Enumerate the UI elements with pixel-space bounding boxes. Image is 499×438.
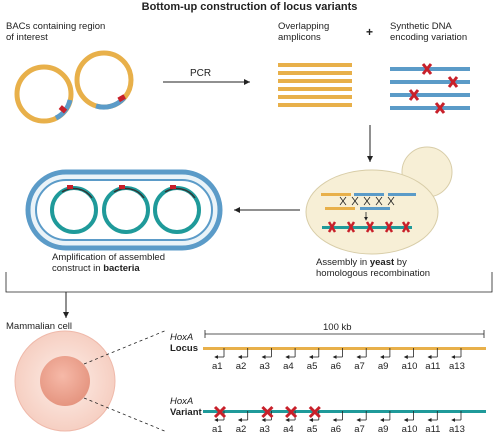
zoom-line-bottom bbox=[83, 397, 168, 433]
bac-plasmid-1 bbox=[14, 64, 74, 124]
yeast-label-prefix: Assembly in bbox=[316, 257, 370, 268]
variant-gene-label-a3: a3 bbox=[259, 424, 270, 435]
zoom-line-top bbox=[83, 329, 168, 365]
synthetic-label-line1: Synthetic DNA bbox=[390, 21, 452, 32]
bacs-label-line1: BACs containing region bbox=[6, 21, 106, 32]
yeast-label-line1: Assembly in yeast by bbox=[316, 257, 407, 268]
scale-bar bbox=[204, 330, 485, 338]
variant-mutation-mark bbox=[213, 405, 227, 419]
locus-gene-label-a4: a4 bbox=[283, 361, 294, 372]
variant-label: Variant bbox=[170, 407, 202, 418]
locus-gene-label-a11: a11 bbox=[425, 361, 441, 372]
plasmid-2 bbox=[102, 185, 150, 234]
pcr-label: PCR bbox=[190, 68, 212, 79]
amplicons-label-line2: amplicons bbox=[278, 32, 321, 43]
overlapping-amplicons bbox=[278, 63, 352, 107]
amplicons-label-line1: Overlapping bbox=[278, 21, 330, 32]
locus-gene-label-a6: a6 bbox=[330, 361, 342, 372]
variant-gene-name: HoxA bbox=[170, 396, 194, 407]
synthetic-dna-fragments bbox=[390, 63, 470, 114]
variant-gene-label-a5: a5 bbox=[306, 424, 318, 435]
yeast-cell bbox=[305, 146, 453, 255]
bacteria-label-line1: Amplification of assembled bbox=[52, 252, 165, 263]
locus-gene-label-a2: a2 bbox=[235, 361, 247, 372]
mammalian-cell-label: Mammalian cell bbox=[6, 321, 72, 332]
scale-label: 100 kb bbox=[323, 322, 352, 333]
variant-mutation-mark bbox=[285, 405, 298, 419]
bacterium bbox=[25, 169, 223, 251]
locus-track bbox=[203, 347, 486, 359]
variant-gene-label-a2: a2 bbox=[235, 424, 247, 435]
variant-gene-label-a7: a7 bbox=[354, 424, 365, 435]
plasmid-3 bbox=[153, 185, 201, 234]
locus-gene-label-a7: a7 bbox=[354, 361, 365, 372]
variant-gene-label-a11: a11 bbox=[425, 424, 441, 435]
yeast-label-bold: yeast bbox=[369, 257, 395, 268]
locus-gene-label-a5: a5 bbox=[306, 361, 318, 372]
bacteria-label-line2: construct in bacteria bbox=[52, 263, 140, 274]
locus-gene-label-a13: a13 bbox=[449, 361, 465, 372]
variant-gene-label-a10: a10 bbox=[401, 424, 418, 435]
bacteria-label-prefix: construct in bbox=[52, 263, 104, 274]
plus-sign: + bbox=[366, 25, 374, 39]
yeast-label-line2: homologous recombination bbox=[316, 268, 431, 279]
locus-gene-label-a10: a10 bbox=[401, 361, 418, 372]
figure-title: Bottom-up construction of locus variants bbox=[141, 1, 358, 13]
variant-gene-label-a13: a13 bbox=[449, 424, 465, 435]
variant-mutation-mark bbox=[261, 405, 274, 419]
locus-gene-label-a3: a3 bbox=[259, 361, 270, 372]
bac-plasmid-2 bbox=[74, 50, 134, 110]
variant-gene-label-a4: a4 bbox=[283, 424, 294, 435]
mammalian-cell bbox=[14, 330, 116, 432]
variant-mutation-mark bbox=[308, 405, 321, 419]
plasmid-1 bbox=[50, 185, 98, 234]
variant-gene-label-a6: a6 bbox=[330, 424, 342, 435]
variant-track bbox=[203, 405, 486, 422]
synthetic-label-line2: encoding variation bbox=[390, 32, 468, 43]
locus-gene-name: HoxA bbox=[170, 332, 194, 343]
bacteria-label-bold: bacteria bbox=[103, 263, 140, 274]
bracket bbox=[5, 272, 493, 293]
locus-label: Locus bbox=[170, 343, 198, 354]
bacs-label-line2: of interest bbox=[6, 32, 48, 43]
locus-gene-label-a9: a9 bbox=[377, 361, 389, 372]
yeast-label-suffix: by bbox=[394, 257, 407, 268]
variant-gene-label-a1: a1 bbox=[212, 424, 223, 435]
locus-gene-label-a1: a1 bbox=[212, 361, 223, 372]
variant-gene-label-a9: a9 bbox=[377, 424, 389, 435]
